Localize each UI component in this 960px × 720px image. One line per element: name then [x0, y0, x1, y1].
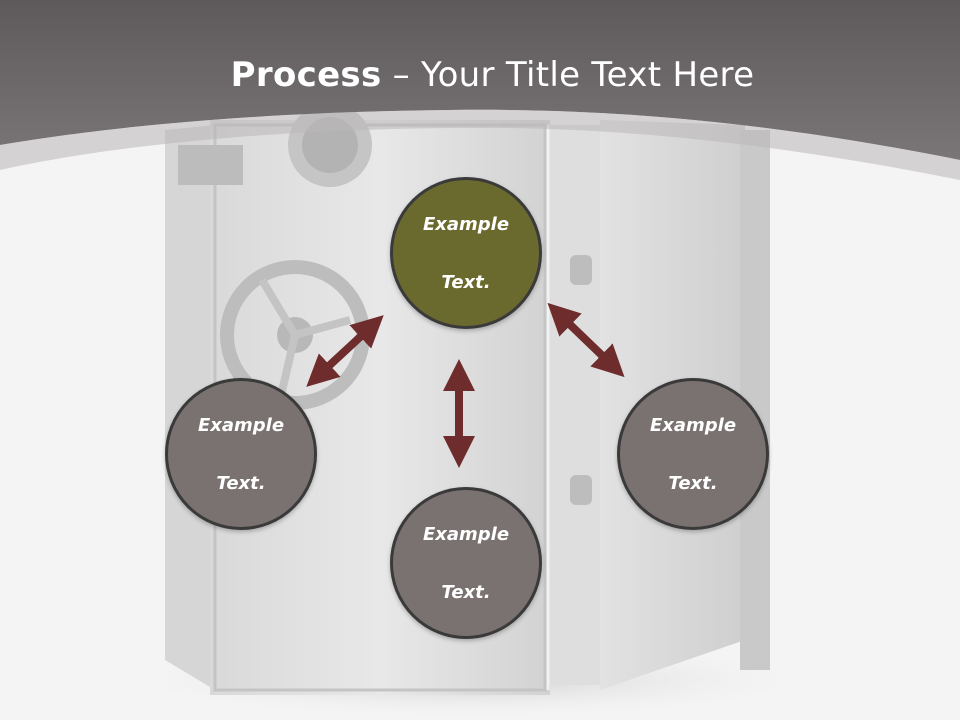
node-bottom-line1: Example: [422, 523, 510, 545]
slide-title: Process – Your Title Text Here: [0, 52, 960, 98]
arrow-top-right: [547, 302, 625, 378]
title-rest: – Your Title Text Here: [381, 55, 755, 95]
node-right-line2: Text.: [668, 472, 718, 494]
node-top-line1: Example: [422, 213, 510, 235]
node-bottom-line2: Text.: [441, 581, 491, 603]
arrow-top-left: [306, 315, 384, 387]
node-right-line1: Example: [649, 414, 737, 436]
title-bold: Process: [230, 55, 382, 95]
node-left-line1: Example: [197, 414, 285, 436]
node-left-line2: Text.: [216, 472, 266, 494]
node-top-line2: Text.: [441, 271, 491, 293]
